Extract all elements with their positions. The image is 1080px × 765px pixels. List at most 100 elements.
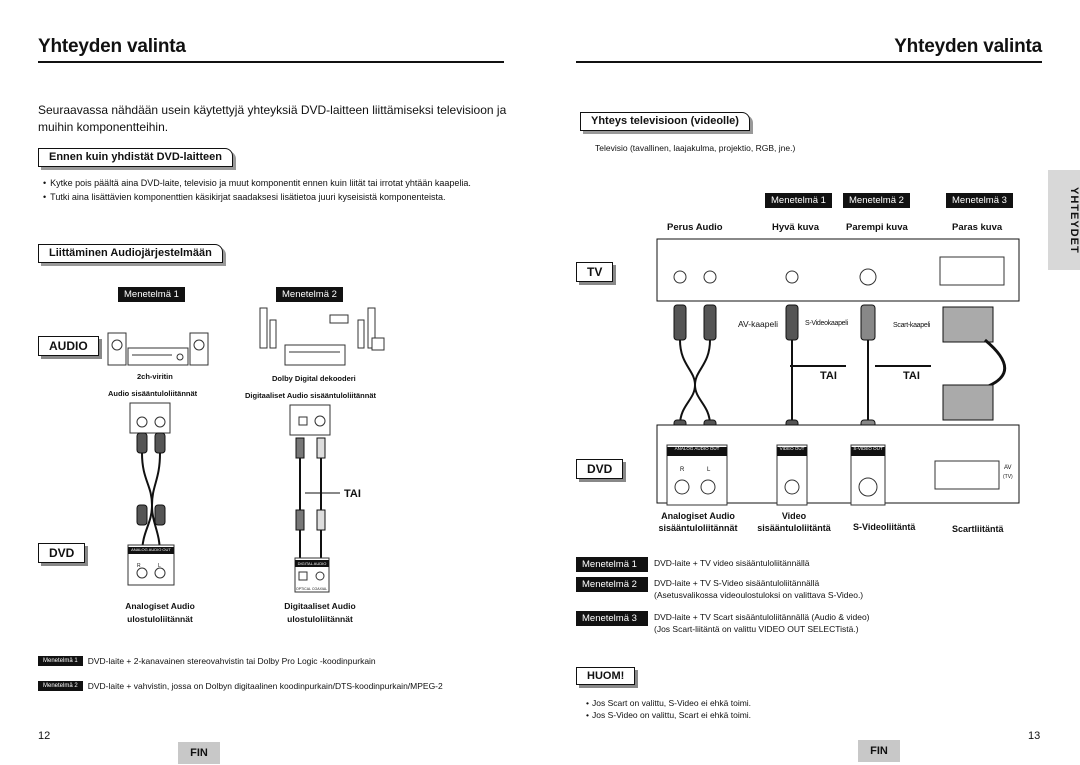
video-input-caption: Video sisääntuloliitäntä xyxy=(752,510,836,534)
caption-line: Digitaaliset Audio xyxy=(284,601,356,611)
rca-jack-icon xyxy=(674,479,690,495)
language-tab-right: FIN xyxy=(858,740,900,762)
panel-optical-label: OPTICAL xyxy=(296,587,311,591)
panel-l-label-right: L xyxy=(707,467,711,473)
method2-tag-right: Menetelmä 2 xyxy=(843,193,910,208)
scart-jack-icon xyxy=(934,460,1000,490)
method-note-row: Menetelmä 2 DVD-laite + TV S-Video sisää… xyxy=(576,577,863,601)
note-text: DVD-laite + vahvistin, jossa on Dolbyn d… xyxy=(87,681,443,691)
decoder-inputs-caption: Digitaaliset Audio sisääntuloliitännät xyxy=(245,391,376,400)
dvd-label-left: DVD xyxy=(38,543,86,563)
method-note-line: DVD-laite + TV Scart sisääntuloliitännäl… xyxy=(654,612,870,622)
method-note-line: (Jos Scart-liitäntä on valittu VIDEO OUT… xyxy=(654,624,859,634)
rca-jack-icon xyxy=(136,416,148,428)
panel-analog-label-right: ANALOG AUDIO OUT xyxy=(674,446,720,451)
side-tab: YHTEYDET xyxy=(1048,170,1080,270)
huom-item: Jos Scart on valittu, S-Video ei ehkä to… xyxy=(591,698,752,708)
bullet-item: Kytke pois päältä aina DVD-laite, televi… xyxy=(50,178,471,188)
scart-cable-label: Scart-kaapeli xyxy=(893,322,930,329)
caption-line: ulostuloliitännät xyxy=(287,614,353,624)
audio-connection-diagram xyxy=(107,307,385,593)
caption-line: sisääntuloliitäntä xyxy=(757,523,831,533)
quality-good: Hyvä kuva xyxy=(772,222,820,233)
huom-label: HUOM! xyxy=(576,667,636,685)
dolby-decoder-system-icon xyxy=(259,307,385,366)
caption-line: ulostuloliitännät xyxy=(127,614,193,624)
panel-svideo-label: S-VIDEO OUT xyxy=(853,446,883,451)
method3-tag-right: Menetelmä 3 xyxy=(946,193,1013,208)
scart-cable-icon xyxy=(942,306,1006,421)
huom-item: Jos S-Video on valittu, Scart ei ehkä to… xyxy=(591,710,752,720)
svideo-cable-label: S-Videokaapeli xyxy=(805,320,848,327)
rca-jack-icon xyxy=(136,567,148,579)
note-row: Menetelmä 2 DVD-laite + vahvistin, jossa… xyxy=(38,681,443,691)
svideo-input-caption: S-Videoliitäntä xyxy=(853,522,916,532)
method-note-line: DVD-laite + TV S-Video sisääntuloliitänn… xyxy=(654,578,820,588)
svideo-jack-icon xyxy=(859,268,877,286)
analog-outputs-caption: Analogiset Audio ulostuloliitännät xyxy=(120,600,200,626)
method1-tag: Menetelmä 1 xyxy=(118,287,185,302)
panel-digital-label: DIGITAL AUDIO OUT xyxy=(297,561,327,571)
rca-jack-icon xyxy=(154,416,166,428)
tai1-rule xyxy=(790,365,846,367)
left-page-title: Yhteyden valinta xyxy=(38,36,186,57)
caption-line: Analogiset Audio xyxy=(661,511,735,521)
amp-caption: 2ch-viritin xyxy=(137,372,173,381)
dvd-label-right: DVD xyxy=(576,459,624,479)
bullet-list: •Kytke pois päältä aina DVD-laite, telev… xyxy=(43,178,471,202)
optical-jack-icon xyxy=(298,571,308,581)
language-tab-left: FIN xyxy=(178,742,220,764)
method-note-row: Menetelmä 3 DVD-laite + TV Scart sisäänt… xyxy=(576,611,870,635)
amp-input-panel xyxy=(129,402,171,434)
method-note-tag: Menetelmä 2 xyxy=(576,577,648,592)
svideo-jack-icon xyxy=(858,477,878,497)
coaxial-jack-icon xyxy=(315,571,325,581)
method-note-row: Menetelmä 1 DVD-laite + TV video sisäänt… xyxy=(576,557,810,572)
panel-tv-label: (TV) xyxy=(1003,474,1013,480)
right-title-rule xyxy=(576,61,1042,63)
method-note-line: (Asetusvalikossa videoulostuloksi on val… xyxy=(654,590,864,600)
bullet-item: Tutki aina lisättävien komponenttien käs… xyxy=(50,192,446,202)
method-note-tag: Menetelmä 3 xyxy=(576,611,648,626)
optical-jack-icon xyxy=(298,416,308,426)
method-note-line: DVD-laite + TV video sisääntuloliitännäl… xyxy=(654,558,810,568)
rca-jack-icon xyxy=(703,270,717,284)
section-tv-connection: Yhteys televisioon (videolle) xyxy=(580,112,750,131)
page-number-left: 12 xyxy=(38,730,51,742)
digital-outputs-caption: Digitaaliset Audio ulostuloliitännät xyxy=(275,600,365,626)
quality-basic-audio: Perus Audio xyxy=(667,222,723,233)
audio-label: AUDIO xyxy=(38,336,99,356)
section-audio-system: Liittäminen Audiojärjestelmään xyxy=(38,244,223,263)
quality-best: Paras kuva xyxy=(952,222,1003,233)
intro-text: Seuraavassa nähdään usein käytettyjä yht… xyxy=(38,103,507,134)
panel-l-label: L xyxy=(158,563,161,569)
rca-jack-icon xyxy=(785,270,799,284)
tai-label-right-2: TAI xyxy=(903,370,920,382)
tai-label-right-1: TAI xyxy=(820,370,837,382)
digital-cable-icon xyxy=(295,437,326,560)
panel-coaxial-label: COAXIAL xyxy=(312,587,328,591)
panel-av-label: AV xyxy=(1004,465,1012,471)
left-title-rule xyxy=(38,61,504,63)
quality-better: Parempi kuva xyxy=(846,222,908,233)
rca-jack-icon xyxy=(784,479,800,495)
tai2-rule xyxy=(875,365,931,367)
panel-video-label: VIDEO OUT xyxy=(779,446,805,451)
scart-input-caption: Scartliitäntä xyxy=(952,524,1004,534)
tv-label: TV xyxy=(576,262,614,282)
coaxial-jack-icon xyxy=(314,415,326,427)
decoder-caption: Dolby Digital dekooderi xyxy=(272,374,356,383)
tai-label-left: TAI xyxy=(344,488,361,500)
method-note-tag: Menetelmä 1 xyxy=(576,557,648,572)
section-before-connect: Ennen kuin yhdistät DVD-laitteen xyxy=(38,148,233,167)
stereo-amplifier-icon xyxy=(107,332,209,366)
page-number-right: 13 xyxy=(1028,730,1041,742)
video-connection-diagram xyxy=(656,238,1020,506)
note-row: Menetelmä 1 DVD-laite + 2-kanavainen ste… xyxy=(38,656,376,666)
scart-jack-icon xyxy=(939,256,1005,286)
panel-r-label-right: R xyxy=(680,467,685,473)
right-page-title: Yhteyden valinta xyxy=(894,36,1042,57)
amp-inputs-caption: Audio sisääntuloliitännät xyxy=(108,389,198,398)
caption-line: Video xyxy=(781,511,807,521)
tv-note: Televisio (tavallinen, laajakulma, proje… xyxy=(595,143,796,153)
